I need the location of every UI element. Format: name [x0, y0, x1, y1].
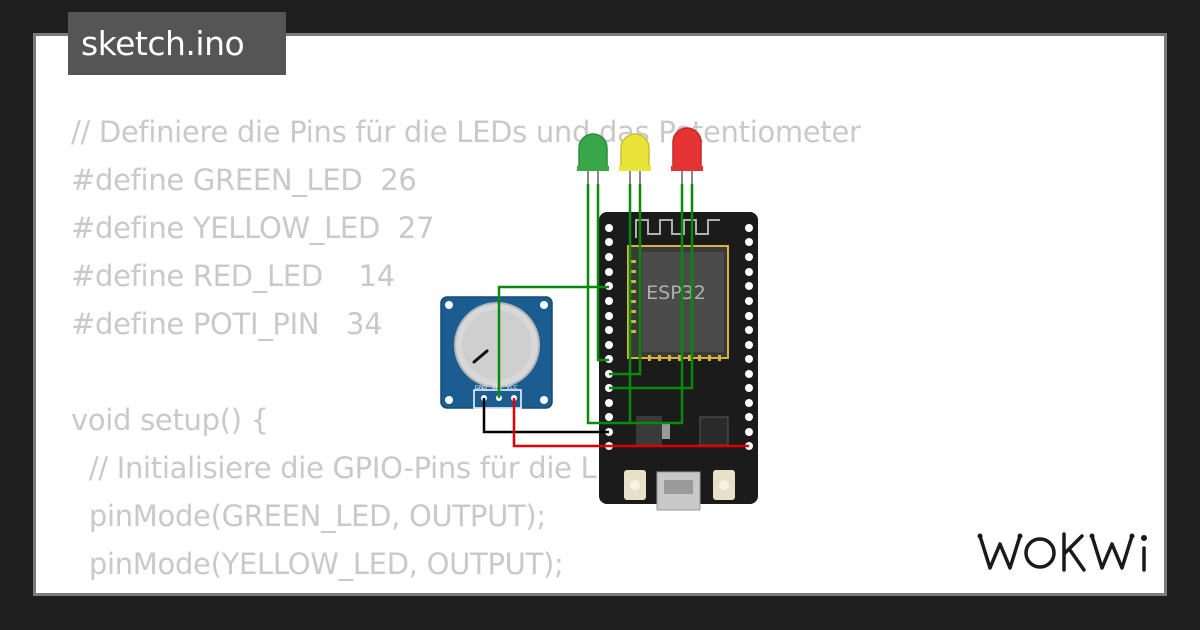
code-line: #define POTI_PIN 34	[71, 307, 383, 341]
wire-pot-gnd	[482, 398, 609, 434]
esp32-board[interactable]: ESP32	[599, 212, 758, 511]
knob-indicator	[472, 349, 489, 364]
yellow-led[interactable]	[619, 133, 651, 184]
board-label: ESP32	[646, 282, 706, 304]
pot-pin-label-sig: SIG	[492, 385, 501, 391]
green-led[interactable]	[577, 133, 609, 184]
wokwi-logo[interactable]	[974, 522, 1154, 584]
code-line: #define GREEN_LED 26	[71, 163, 417, 197]
potentiometer[interactable]: GND SIG VCC	[440, 296, 553, 409]
code-line: pinMode(GREEN_LED, OUTPUT);	[71, 499, 546, 533]
wire-red-led-gnd	[609, 184, 684, 425]
pot-pin-label-vcc: VCC	[506, 385, 518, 391]
file-tab[interactable]: sketch.ino	[68, 12, 286, 75]
wires	[482, 184, 749, 448]
wire-red-led-signal	[609, 184, 694, 390]
red-led[interactable]	[671, 127, 703, 184]
wire-pot-vcc	[512, 398, 749, 448]
code-line: #define YELLOW_LED 27	[71, 211, 435, 245]
code-preview-frame: // Definiere die Pins für die LEDs und d…	[33, 33, 1167, 596]
wire-pot-signal	[497, 285, 609, 398]
wire-yellow-led-signal	[609, 184, 642, 376]
code-line: void setup() {	[71, 403, 269, 437]
pot-pin-label-gnd: GND	[475, 385, 488, 391]
wire-green-led-signal	[596, 184, 609, 362]
code-line: pinMode(YELLOW_LED, OUTPUT);	[71, 547, 564, 581]
wire-green-led-gnd	[586, 184, 609, 425]
code-line: #define RED_LED 14	[71, 259, 395, 293]
